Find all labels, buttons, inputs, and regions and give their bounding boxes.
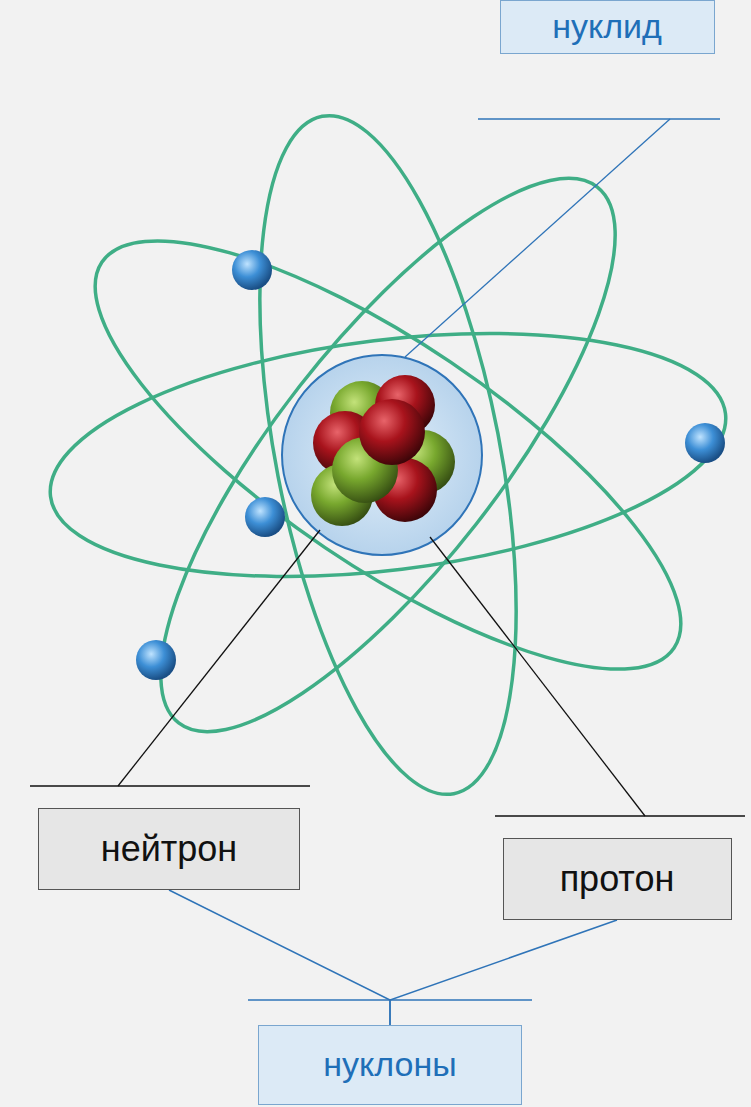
nucleus — [282, 355, 482, 555]
particle-box: протон — [503, 838, 732, 920]
node-label: нуклоны — [323, 1046, 456, 1083]
connector-line — [390, 920, 617, 1025]
node-label: нуклид — [552, 8, 662, 45]
leader-lines — [30, 119, 745, 1000]
orbits — [37, 95, 740, 815]
node-label: протон — [560, 859, 675, 899]
term-box: нуклид — [500, 0, 715, 54]
connector-line — [169, 890, 390, 1025]
nucleons — [311, 375, 455, 526]
particle-box: нейтрон — [38, 808, 300, 890]
term-box: нуклоны — [258, 1025, 522, 1105]
electrons — [136, 250, 725, 680]
node-label: нейтрон — [101, 829, 237, 869]
